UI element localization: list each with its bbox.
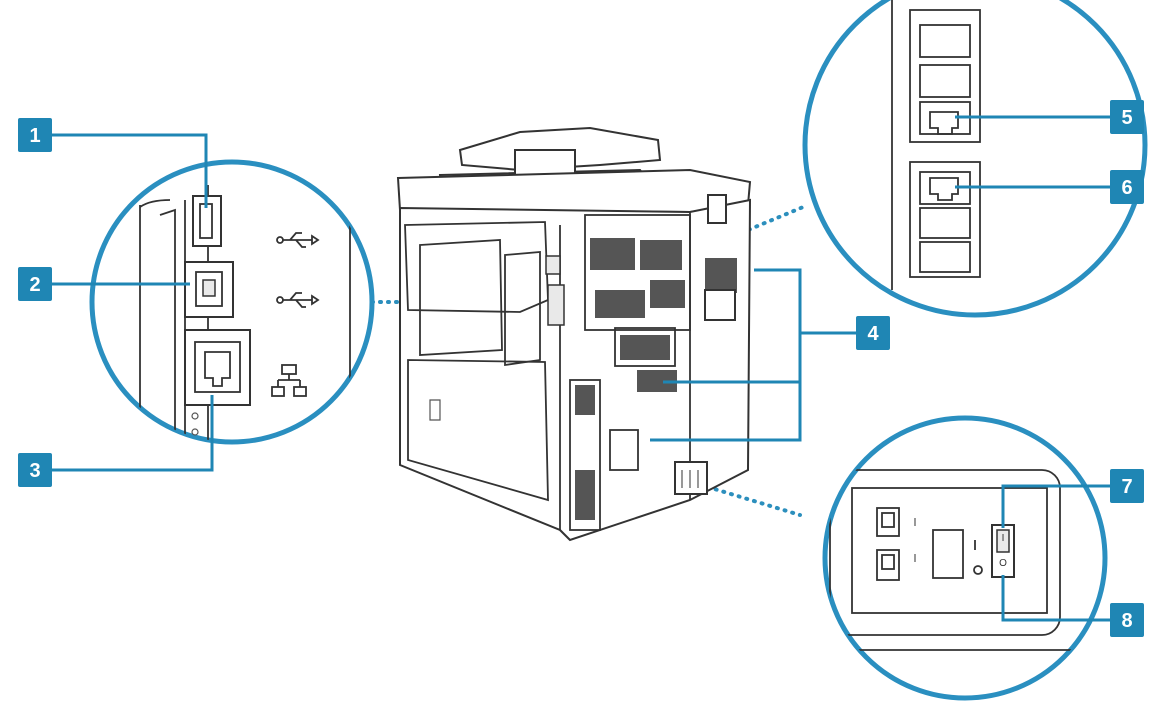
svg-text:6: 6	[1121, 177, 1132, 199]
callout-7: 7	[1110, 469, 1144, 503]
svg-text:4: 4	[867, 323, 879, 345]
leader-7	[1001, 484, 1110, 528]
usb-icon	[276, 232, 320, 248]
svg-text:5: 5	[1121, 107, 1132, 129]
detail-circle-power-switch: I O	[822, 415, 1108, 701]
usb-icon	[276, 292, 320, 308]
printer-body	[396, 126, 752, 542]
leader-4	[650, 268, 856, 442]
switch-on-mark: I	[1002, 533, 1005, 544]
callout-6: 6	[1110, 170, 1144, 204]
breaker-switch-bottom	[876, 549, 900, 581]
callout-5: 5	[1110, 100, 1144, 134]
callout-2: 2	[18, 267, 52, 301]
callout-4: 4	[856, 316, 890, 350]
callout-1: 1	[18, 118, 52, 152]
detail-circle-phone-jacks	[802, 0, 1148, 318]
lan-icon	[271, 364, 307, 397]
callout-8: 8	[1110, 603, 1144, 637]
callout-3: 3	[18, 453, 52, 487]
switch-off-mark: O	[999, 558, 1007, 569]
svg-text:3: 3	[29, 460, 40, 482]
detail-circle-interfaces	[89, 159, 375, 445]
svg-text:2: 2	[29, 274, 40, 296]
connector-bottom-right-detail	[706, 485, 802, 517]
leader-8	[1001, 575, 1110, 622]
leader-1	[52, 133, 208, 208]
svg-text:7: 7	[1121, 476, 1132, 498]
breaker-switch-top	[876, 507, 900, 537]
svg-text:8: 8	[1121, 610, 1132, 632]
leader-3	[52, 395, 214, 472]
svg-text:1: 1	[29, 125, 40, 147]
